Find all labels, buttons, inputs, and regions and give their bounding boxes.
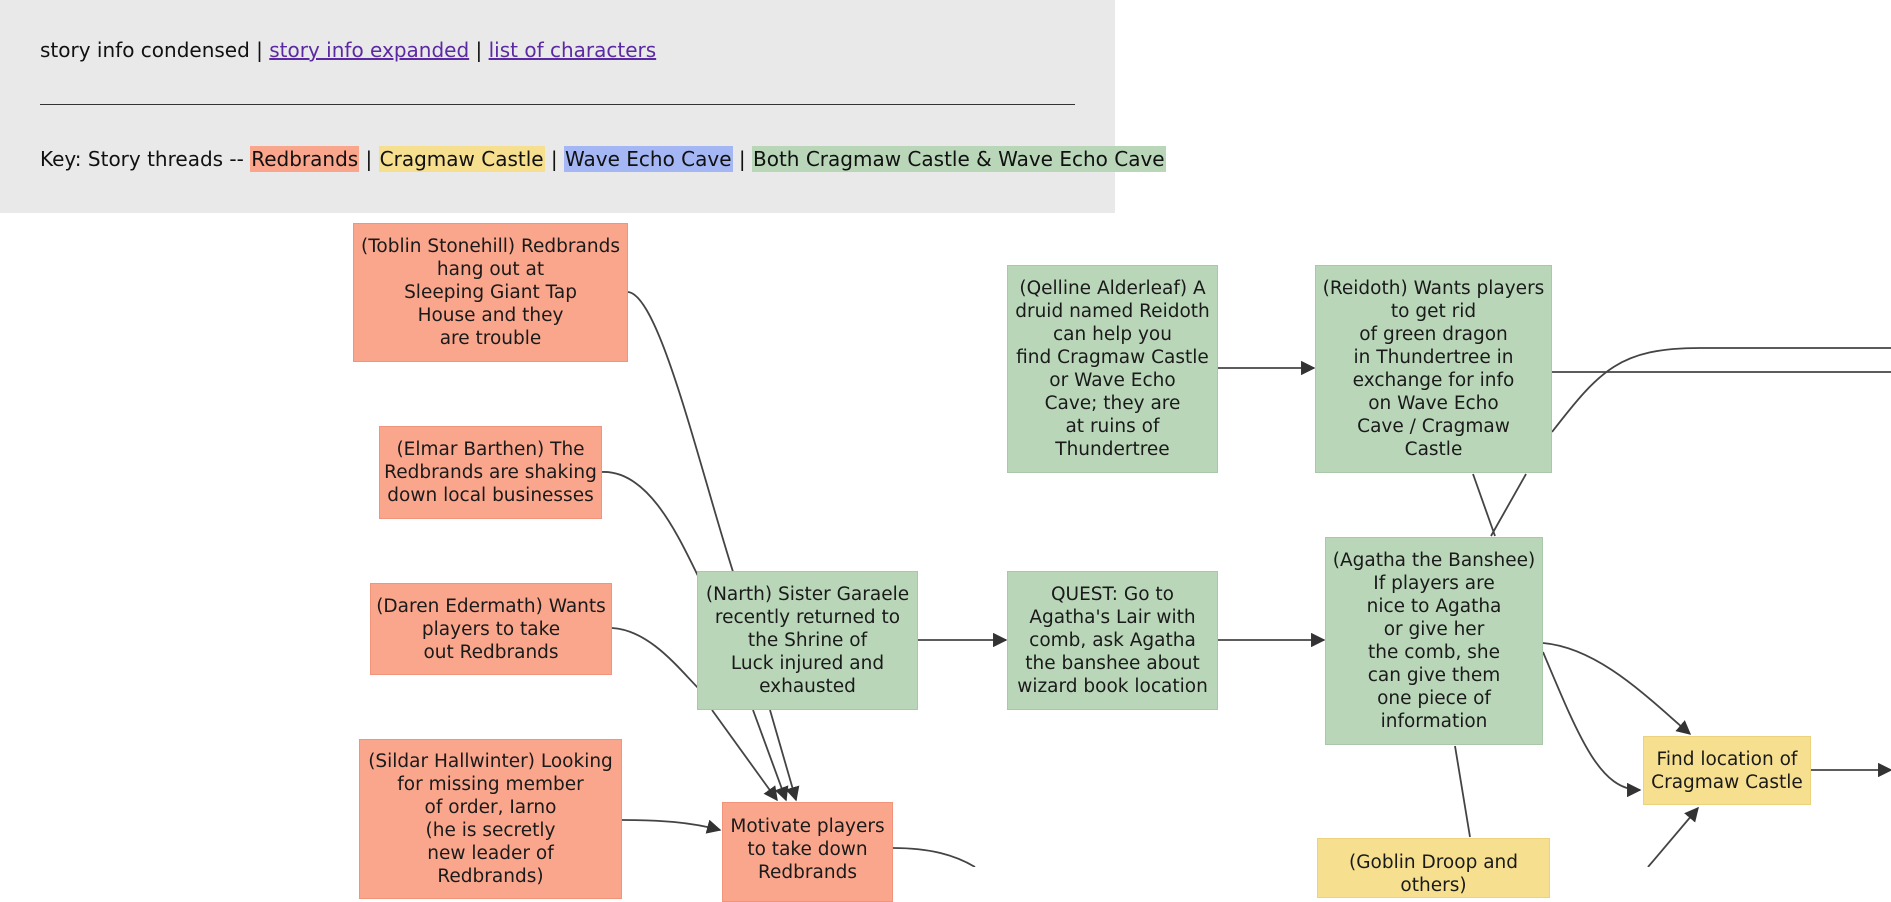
key-prefix: Key: Story threads -- [40, 147, 251, 171]
node-narth: (Narth) Sister Garaele recently returned… [697, 571, 918, 710]
nav-link-characters[interactable]: list of characters [488, 38, 657, 62]
node-goblin-text: (Goblin Droop and others) [1348, 852, 1518, 896]
node-daren-text: (Daren Edermath) Wants players to take o… [376, 595, 606, 663]
nav-bar: story info condensed | story info expand… [40, 38, 656, 62]
node-sildar-hallwinter: (Sildar Hallwinter) Looking for missing … [359, 739, 622, 899]
node-reidoth-text: (Reidoth) Wants players to get rid of gr… [1322, 278, 1545, 460]
nav-current-page: story info condensed [40, 38, 250, 62]
node-motivate-players: Motivate players to take down Redbrands [722, 802, 893, 902]
key-redbrands: Redbrands [250, 146, 360, 172]
edge-toblin-narth [627, 291, 736, 579]
node-qelline-text: (Qelline Alderleaf) A druid named Reidot… [1015, 278, 1210, 460]
edge-narth-motivate-2 [752, 709, 789, 802]
node-quest-agatha-lair: QUEST: Go to Agatha's Lair with comb, as… [1007, 571, 1218, 710]
node-agatha-text: (Agatha the Banshee) If players are nice… [1332, 550, 1536, 732]
nav-link-story-expanded[interactable]: story info expanded [269, 38, 470, 62]
node-sildar-text: (Sildar Hallwinter) Looking for missing … [368, 751, 613, 887]
flow-edges [601, 291, 1891, 867]
edge-agatha-find-2 [1542, 651, 1642, 798]
node-motivate-text: Motivate players to take down Redbrands [730, 816, 885, 883]
key-separator: | [544, 147, 565, 171]
edge-reidoth-out-2 [1551, 347, 1891, 433]
node-narth-text: (Narth) Sister Garaele recently returned… [705, 584, 910, 697]
node-reidoth: (Reidoth) Wants players to get rid of gr… [1315, 265, 1552, 473]
node-find-cragmaw-text: Find location of Cragmaw Castle [1651, 748, 1803, 793]
node-toblin-text: (Toblin Stonehill) Redbrands hang out at… [361, 236, 620, 349]
node-quest-text: QUEST: Go to Agatha's Lair with comb, as… [1017, 584, 1208, 697]
edge-agatha-goblin [1454, 745, 1471, 838]
node-qelline-alderleaf: (Qelline Alderleaf) A druid named Reidot… [1007, 265, 1218, 473]
key-cragmaw-castle: Cragmaw Castle [378, 146, 545, 172]
divider [40, 104, 1075, 105]
edge-reidoth-agatha-1 [1472, 473, 1496, 537]
key-separator: | [732, 147, 752, 171]
edge-goblin-find [1647, 806, 1699, 867]
key-both: Both Cragmaw Castle & Wave Echo Cave [752, 146, 1166, 172]
header-panel: story info condensed | story info expand… [0, 0, 1166, 213]
key-wave-echo-cave: Wave Echo Cave [564, 146, 733, 172]
edge-reidoth-agatha-2 [1490, 473, 1527, 537]
edge-elmar-narth [601, 471, 701, 581]
key-separator: | [359, 147, 379, 171]
node-daren-edermath: (Daren Edermath) Wants players to take o… [370, 583, 612, 675]
node-elmar-text: (Elmar Barthen) The Redbrands are shakin… [384, 439, 597, 506]
edge-sildar-motivate [621, 819, 722, 834]
node-toblin-stonehill: (Toblin Stonehill) Redbrands hang out at… [353, 223, 628, 362]
edge-agatha-find-1 [1542, 642, 1692, 735]
edge-motivate-out [892, 847, 976, 867]
node-agatha-banshee: (Agatha the Banshee) If players are nice… [1325, 537, 1543, 745]
nav-separator: | [249, 38, 270, 62]
nav-separator: | [469, 38, 489, 62]
edge-daren-narth [611, 627, 701, 691]
edge-narth-motivate-3 [769, 709, 800, 802]
node-find-cragmaw: Find location of Cragmaw Castle [1643, 736, 1811, 805]
node-goblin-droop: (Goblin Droop and others) [1317, 838, 1550, 898]
edge-narth-motivate-1 [711, 709, 778, 802]
node-elmar-barthen: (Elmar Barthen) The Redbrands are shakin… [379, 426, 602, 519]
story-thread-key: Key: Story threads -- Redbrands | Cragma… [40, 146, 1166, 172]
